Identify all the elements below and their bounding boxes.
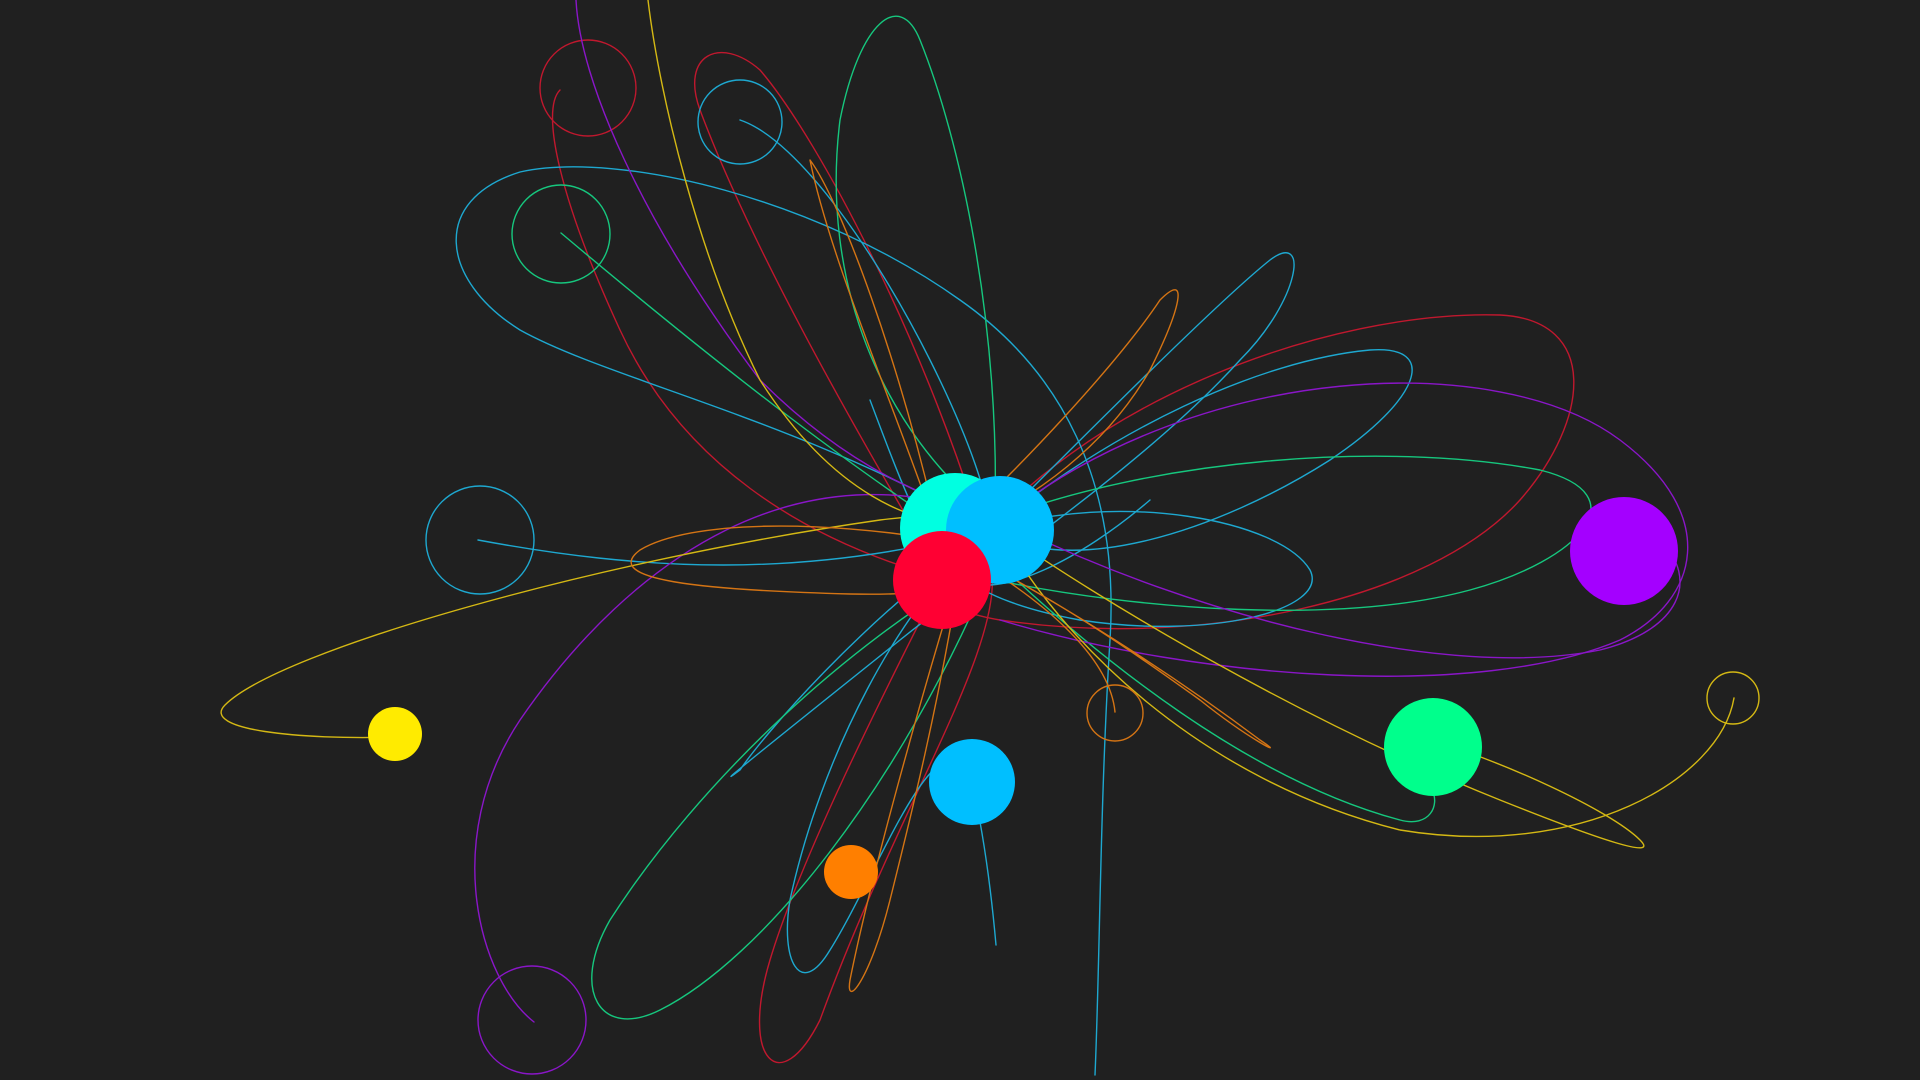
yellow-loop-ring bbox=[1706, 671, 1760, 725]
red-spiral-trail bbox=[551, 89, 943, 579]
blue-loop-ring-west bbox=[425, 485, 535, 595]
purple-west-orbit-trail bbox=[474, 494, 1001, 1023]
yellow-planet-icon[interactable] bbox=[368, 707, 422, 761]
blue-tilted-orbit-trail bbox=[730, 252, 1295, 778]
orange-south-orbit-trail bbox=[848, 569, 961, 993]
orange-southeast-orbit-trail bbox=[939, 539, 1272, 749]
green-southwest-orbit-trail bbox=[591, 559, 996, 1020]
orange-east-orbit-trail bbox=[939, 289, 1179, 541]
celestial-bodies[interactable] bbox=[368, 473, 1678, 899]
purple-planet-icon[interactable] bbox=[1570, 497, 1678, 605]
green-tall-orbit-trail bbox=[835, 15, 997, 521]
red-planet-icon[interactable] bbox=[893, 531, 991, 629]
red-loop-ring bbox=[539, 39, 637, 137]
purple-inner-orbit-trail bbox=[999, 519, 1681, 659]
green-loop-ring bbox=[511, 184, 611, 284]
blue-moon-icon[interactable] bbox=[929, 739, 1015, 825]
purple-loop-ring bbox=[477, 965, 587, 1075]
blue-large-orbit-trail bbox=[455, 166, 1112, 1076]
yellow-east-orbit-trail bbox=[999, 529, 1645, 849]
purple-large-orbit-trail bbox=[999, 382, 1689, 677]
blue-east-orbit-trail bbox=[989, 349, 1413, 551]
orange-moon-icon[interactable] bbox=[824, 845, 878, 899]
orange-loop-ring bbox=[1086, 684, 1144, 742]
yellow-loop-orbit-trail bbox=[999, 529, 1735, 838]
green-planet-icon[interactable] bbox=[1384, 698, 1482, 796]
blue-loop-ring-north bbox=[697, 79, 783, 165]
orange-north-orbit-trail bbox=[809, 159, 941, 541]
